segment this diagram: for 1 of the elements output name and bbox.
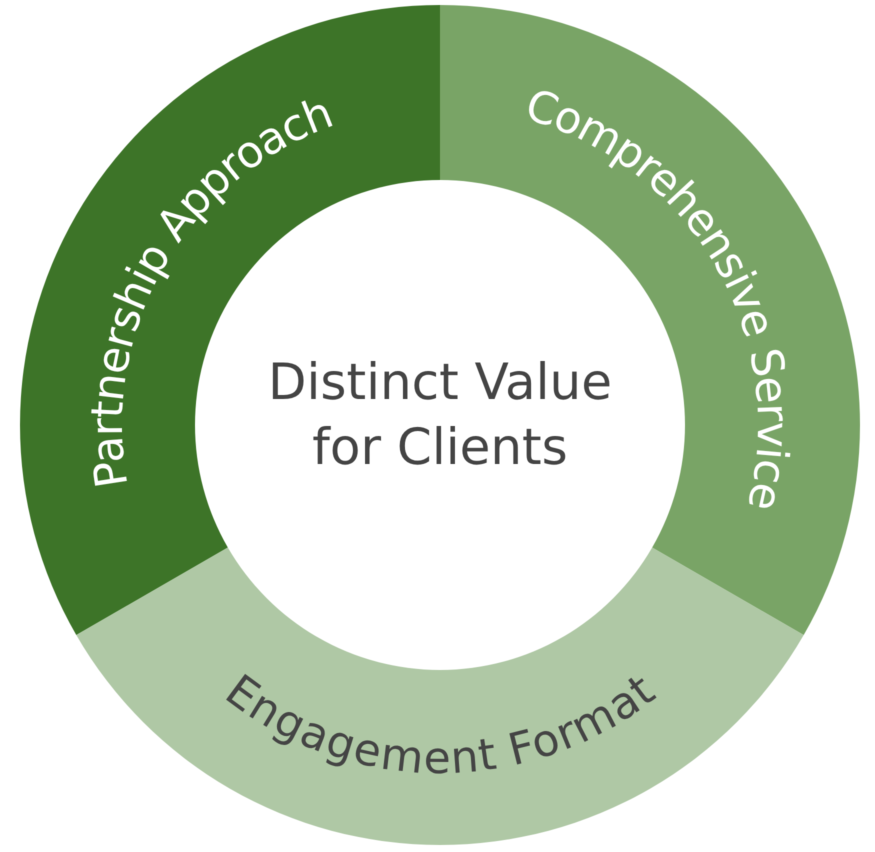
center-label: Distinct Value for Clients [267, 352, 613, 478]
